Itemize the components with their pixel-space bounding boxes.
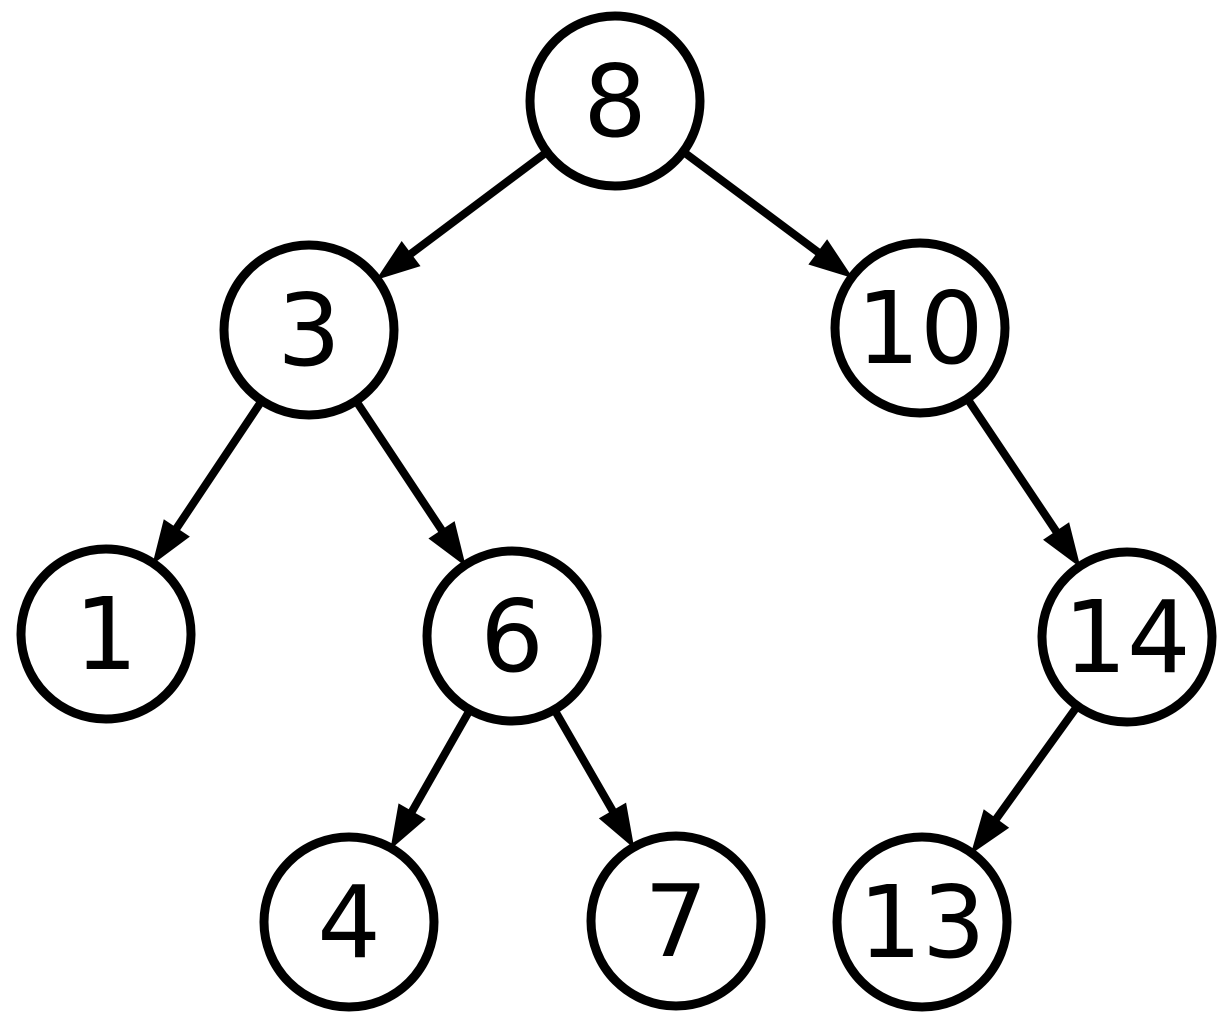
node-label-13: 13 xyxy=(858,864,985,981)
node-circle-8 xyxy=(525,11,705,191)
node-circle-6 xyxy=(422,546,602,726)
arrowhead-8-3 xyxy=(375,241,421,280)
tree-node-3: 3 xyxy=(219,240,399,420)
arrowhead-10-14 xyxy=(1043,522,1081,568)
tree-node-10: 10 xyxy=(830,238,1010,418)
tree-edge-6-4 xyxy=(408,707,474,814)
node-circle-1 xyxy=(16,544,196,724)
tree-node-1: 1 xyxy=(16,544,196,724)
arrowhead-3-1 xyxy=(152,519,190,565)
node-label-1: 1 xyxy=(74,576,138,693)
node-label-10: 10 xyxy=(856,270,983,387)
tree-edge-8-3 xyxy=(408,148,550,258)
node-circle-3 xyxy=(219,240,399,420)
tree-node-13: 13 xyxy=(832,832,1012,1012)
node-circle-4 xyxy=(259,832,439,1012)
node-circle-10 xyxy=(830,238,1010,418)
node-circle-13 xyxy=(832,832,1012,1012)
arrowhead-8-10 xyxy=(808,239,853,279)
arrowhead-14-13 xyxy=(970,809,1010,855)
tree-node-8: 8 xyxy=(525,11,705,191)
tree-edge-6-7 xyxy=(550,707,617,813)
node-label-8: 8 xyxy=(583,43,647,160)
node-circle-14 xyxy=(1037,547,1217,727)
tree-node-6: 6 xyxy=(422,546,602,726)
tree-edge-10-14 xyxy=(963,396,1060,534)
tree-node-14: 14 xyxy=(1037,547,1217,727)
node-label-7: 7 xyxy=(644,863,708,980)
arrowhead-3-6 xyxy=(428,521,466,567)
node-label-14: 14 xyxy=(1063,579,1190,696)
tree-edge-14-13 xyxy=(992,703,1081,822)
arrowhead-6-7 xyxy=(598,802,635,849)
tree-edge-3-6 xyxy=(352,398,446,533)
node-label-6: 6 xyxy=(480,578,544,695)
tree-node-4: 4 xyxy=(259,832,439,1012)
tree-edge-3-1 xyxy=(173,398,266,531)
tree-node-7: 7 xyxy=(586,831,766,1011)
node-circle-7 xyxy=(586,831,766,1011)
node-label-3: 3 xyxy=(277,272,341,389)
arrowhead-6-4 xyxy=(390,803,426,850)
tree-edge-8-10 xyxy=(680,148,821,256)
node-label-4: 4 xyxy=(317,864,381,981)
